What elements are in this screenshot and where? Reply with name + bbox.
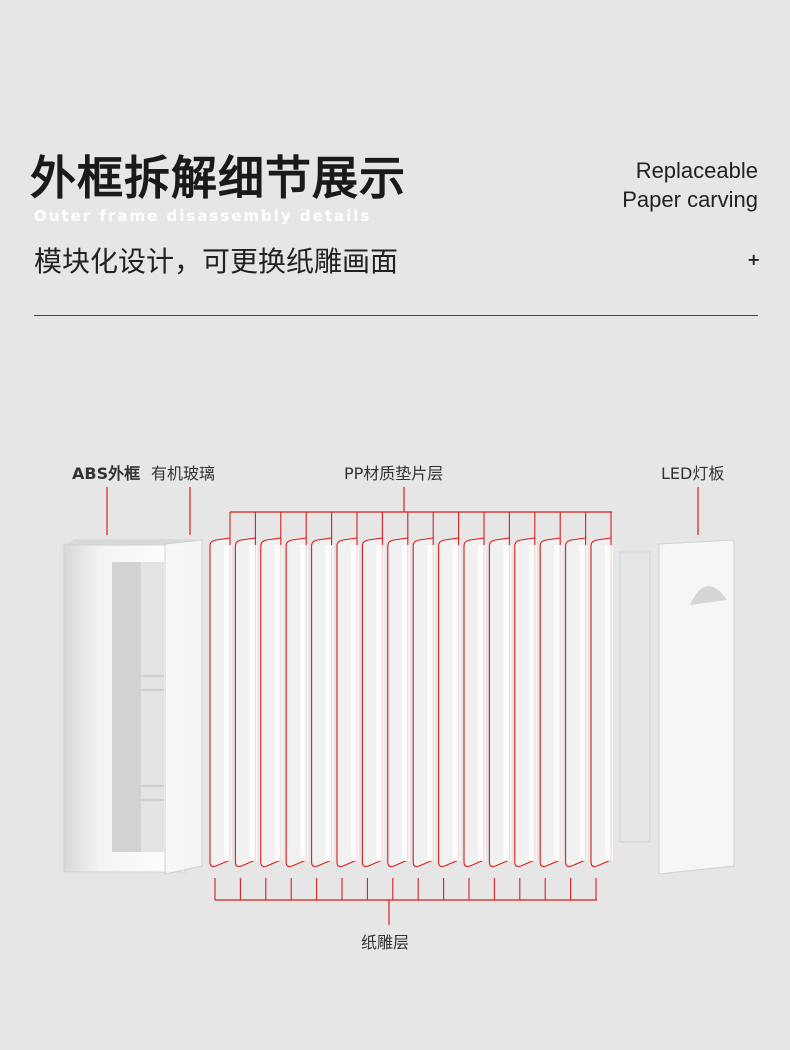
pp-spacer xyxy=(249,545,258,861)
back-frame xyxy=(619,551,651,843)
pp-spacer xyxy=(325,545,334,861)
divider xyxy=(34,315,758,316)
label-abs-frame: ABS外框 xyxy=(72,464,141,483)
connector-lines xyxy=(106,487,699,925)
pp-spacer xyxy=(427,545,436,861)
pp-spacer xyxy=(503,545,512,861)
pp-spacer xyxy=(528,545,537,861)
label-pp-layer: PP材质垫片层 xyxy=(344,464,444,483)
pp-spacer xyxy=(579,545,588,861)
pp-spacer xyxy=(351,545,359,861)
label-glass: 有机玻璃 xyxy=(151,464,216,483)
plus-icon: + xyxy=(747,250,761,269)
led-board xyxy=(658,539,735,875)
pp-spacer xyxy=(478,545,486,861)
pp-spacer xyxy=(401,545,410,861)
pp-spacer xyxy=(274,545,283,861)
page-title: 外框拆解细节展示 xyxy=(30,151,406,205)
label-paper-layer: 纸雕层 xyxy=(361,933,410,952)
side-note-line-1: Replaceable xyxy=(635,158,758,183)
pp-spacer xyxy=(300,545,309,861)
abs-frame xyxy=(63,539,195,873)
description: 模块化设计，可更换纸雕画面 xyxy=(34,245,399,278)
paper-frames xyxy=(209,537,651,868)
glass-panel xyxy=(164,539,203,875)
pp-spacer xyxy=(605,545,613,861)
side-note-line-2: Paper carving xyxy=(622,187,758,212)
page-subtitle-en: Outer frame disassembly details xyxy=(34,207,372,225)
pp-spacer xyxy=(554,545,563,861)
label-led-board: LED灯板 xyxy=(661,464,725,483)
side-note: Replaceable Paper carving xyxy=(538,156,758,214)
pp-spacer xyxy=(452,545,461,861)
pp-spacer xyxy=(376,545,385,861)
pp-spacer xyxy=(224,545,232,861)
